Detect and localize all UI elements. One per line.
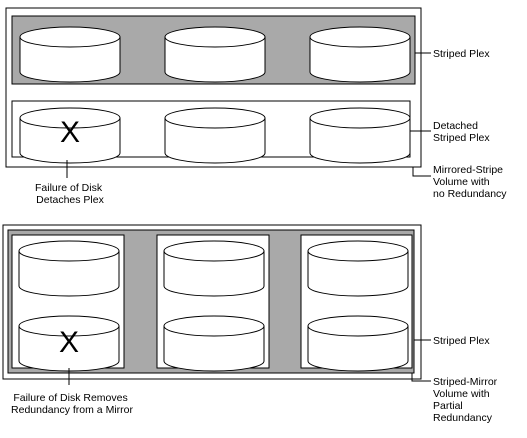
mirror (156, 234, 270, 372)
callout-volume-type: Striped-Mirror Volume with Partial Redun… (433, 376, 500, 424)
mirror (300, 234, 413, 372)
disk (164, 107, 266, 164)
disk (18, 240, 120, 297)
detached-striped-plex: X (11, 100, 411, 164)
disk (307, 315, 409, 372)
leader-lines (68, 339, 431, 385)
disk (164, 26, 266, 83)
disk (19, 26, 121, 83)
callout-volume-type: Mirrored-Stripe Volume with no Redundanc… (433, 164, 507, 200)
failure-note: Failure of Disk Removes Redundancy from … (11, 392, 133, 416)
failed-disk: X (19, 107, 121, 164)
striped-plex: X (7, 229, 415, 374)
callout-striped-plex: Striped Plex (433, 335, 490, 347)
striped-plex (11, 15, 416, 85)
mirror: X (11, 234, 125, 372)
disk (309, 26, 411, 83)
failure-x-mark: X (59, 326, 79, 359)
callout-striped-plex: Striped Plex (433, 48, 490, 60)
disk (307, 240, 409, 297)
disk (163, 315, 265, 372)
striped-mirror-volume: X Striped Plex S (2, 224, 500, 424)
failure-note: Failure of Disk Detaches Plex (35, 182, 105, 206)
mirrored-stripe-volume: X Striped Plex Detached Striped Plex Mir… (5, 7, 507, 206)
disk (163, 240, 265, 297)
leader-lines (66, 52, 431, 178)
disk (309, 107, 411, 164)
callout-detached-striped-plex: Detached Striped Plex (433, 120, 490, 144)
failed-disk: X (18, 315, 120, 372)
failure-x-mark: X (60, 116, 80, 149)
